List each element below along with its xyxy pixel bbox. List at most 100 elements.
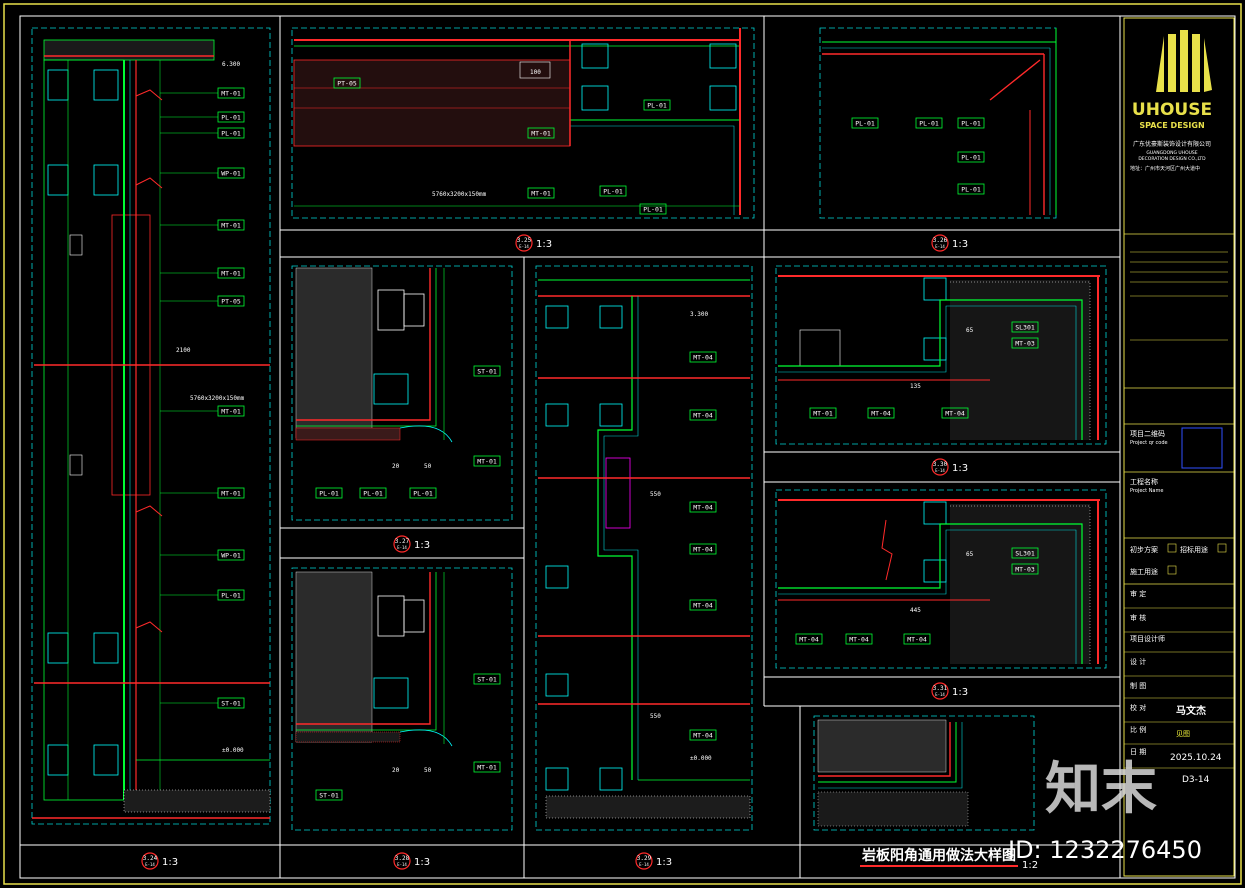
material-tag-box — [217, 267, 245, 279]
material-tag-box — [689, 729, 717, 741]
view-label-3-27: 3.27 E-14 1:3 — [393, 535, 430, 553]
material-tag-label: MT-01 — [531, 190, 551, 198]
view-number: 3.28 — [395, 855, 410, 862]
material-tag-label: PL-01 — [855, 120, 875, 128]
view-label-3-26: 3.26 E-14 1:3 — [931, 234, 968, 252]
material-tag-label: MT-04 — [693, 504, 713, 512]
material-tag-box — [217, 697, 245, 709]
dimension-value: 445 — [910, 607, 921, 614]
material-tag-box — [315, 789, 343, 801]
material-tag-label: MT-01 — [813, 410, 833, 418]
check-label: 校 对 — [1130, 703, 1146, 712]
material-tag-label: SL301 — [1015, 550, 1035, 558]
view-number: 3.29 — [637, 855, 652, 862]
stage-construction: 施工用途 — [1130, 567, 1158, 576]
material-tag-label: SL301 — [1015, 324, 1035, 332]
material-tag-box — [217, 405, 245, 417]
view-label-3-28: 3.28 E-14 1:3 — [393, 852, 430, 870]
audit-label: 审 核 — [1130, 613, 1146, 622]
project-name-en: Project Name — [1130, 488, 1163, 494]
stage-checkbox-3 — [1167, 565, 1177, 575]
material-tag-label: ST-01 — [221, 700, 241, 708]
material-tag-box — [473, 365, 501, 377]
dimension-value: 20 — [392, 767, 400, 774]
view-number: 3.27 — [395, 538, 410, 545]
material-tag-label: MT-01 — [477, 764, 497, 772]
sheet-title: 岩板阳角通用做法大样图 — [861, 847, 1016, 864]
dimension-value: 50 — [424, 767, 432, 774]
view-sheet: E-14 — [145, 862, 155, 867]
dimension-value: 5760x3200x150mm — [432, 191, 487, 198]
material-tag-label: ST-01 — [477, 676, 497, 684]
logo-line1: UHOUSE — [1132, 100, 1212, 120]
material-tag-box — [527, 127, 555, 139]
material-tag-label: MT-04 — [693, 546, 713, 554]
material-tag-label: MT-01 — [221, 408, 241, 416]
view-label-3-25: 3.25 E-14 1:3 — [515, 234, 552, 252]
material-tag-label: MT-04 — [849, 636, 869, 644]
dimension-value: 3.300 — [690, 311, 708, 318]
material-tag-label: MT-01 — [221, 270, 241, 278]
material-tag-label: MT-04 — [799, 636, 819, 644]
dimension-value: 65 — [966, 327, 974, 334]
date-label: 日 期 — [1130, 748, 1146, 756]
outer-frame — [3, 3, 1242, 885]
material-tag-box — [217, 487, 245, 499]
view-scale: 1:3 — [536, 239, 552, 250]
material-tag-label: MT-04 — [945, 410, 965, 418]
material-tag-label: PL-01 — [603, 188, 623, 196]
material-tag-box — [689, 351, 717, 363]
material-tag-label: MT-01 — [221, 222, 241, 230]
material-tag-box — [689, 501, 717, 513]
dimension-value: 550 — [650, 491, 661, 498]
material-tag-label: PL-01 — [647, 102, 667, 110]
view-label-3-30: 3.30 E-14 1:3 — [931, 458, 968, 476]
view-sheet: E-14 — [639, 862, 649, 867]
draft-label: 制 图 — [1130, 681, 1146, 690]
material-tag-box — [689, 543, 717, 555]
dimension-texts: 6.3002100±0.0005760x3200x150mm5760x3200x… — [176, 61, 974, 774]
material-tag-label: PL-01 — [643, 206, 663, 214]
material-tag-box — [867, 407, 895, 419]
material-tag-box — [217, 295, 245, 307]
project-qr-en: Project qr code — [1130, 440, 1168, 446]
view-boundaries — [31, 27, 1107, 831]
material-tag-label: MT-04 — [693, 354, 713, 362]
material-tag-label: MT-01 — [221, 90, 241, 98]
material-tag-label: PL-01 — [961, 154, 981, 162]
material-tag-box — [217, 167, 245, 179]
material-tag-label: MT-03 — [1015, 340, 1035, 348]
dimension-value: 2100 — [176, 347, 191, 354]
title-block: UHOUSE SPACE DESIGN 广东优豪斯装饰设计有限公司 GUANGD… — [1123, 17, 1235, 877]
material-tag-box — [359, 487, 387, 499]
dimension-value: 50 — [424, 463, 432, 470]
material-tag-box — [599, 185, 627, 197]
material-tag-label: PL-01 — [221, 130, 241, 138]
material-tag-label: MT-01 — [221, 490, 241, 498]
company-en1: GUANGDONG UHOUSE — [1146, 150, 1197, 156]
dimension-value: 6.300 — [222, 61, 240, 68]
material-tag-label: WP-01 — [221, 170, 241, 178]
watermark-brand: 知末 — [1045, 757, 1157, 822]
material-tag-box — [409, 487, 437, 499]
material-tag-box — [1011, 563, 1039, 575]
scale-label: 比 例 — [1130, 725, 1146, 734]
material-tag-box — [217, 549, 245, 561]
material-tag-box — [795, 633, 823, 645]
material-tag-label: WP-01 — [221, 552, 241, 560]
view-sheet: E-14 — [935, 468, 945, 473]
view-3-29-drawing — [538, 279, 751, 819]
material-tag-label: PL-01 — [221, 114, 241, 122]
material-tag-box — [527, 187, 555, 199]
qr-code-placeholder — [1181, 427, 1223, 469]
uhouse-logo-icon — [1156, 30, 1212, 92]
material-tag-label: PL-01 — [319, 490, 339, 498]
approval-label: 审 定 — [1130, 589, 1146, 598]
material-tag-label: MT-04 — [693, 602, 713, 610]
inner-frame — [19, 15, 1236, 879]
view-scale: 1:3 — [414, 540, 430, 551]
view-3-27-drawing — [295, 267, 453, 443]
drawing-number: D3-14 — [1182, 775, 1210, 785]
